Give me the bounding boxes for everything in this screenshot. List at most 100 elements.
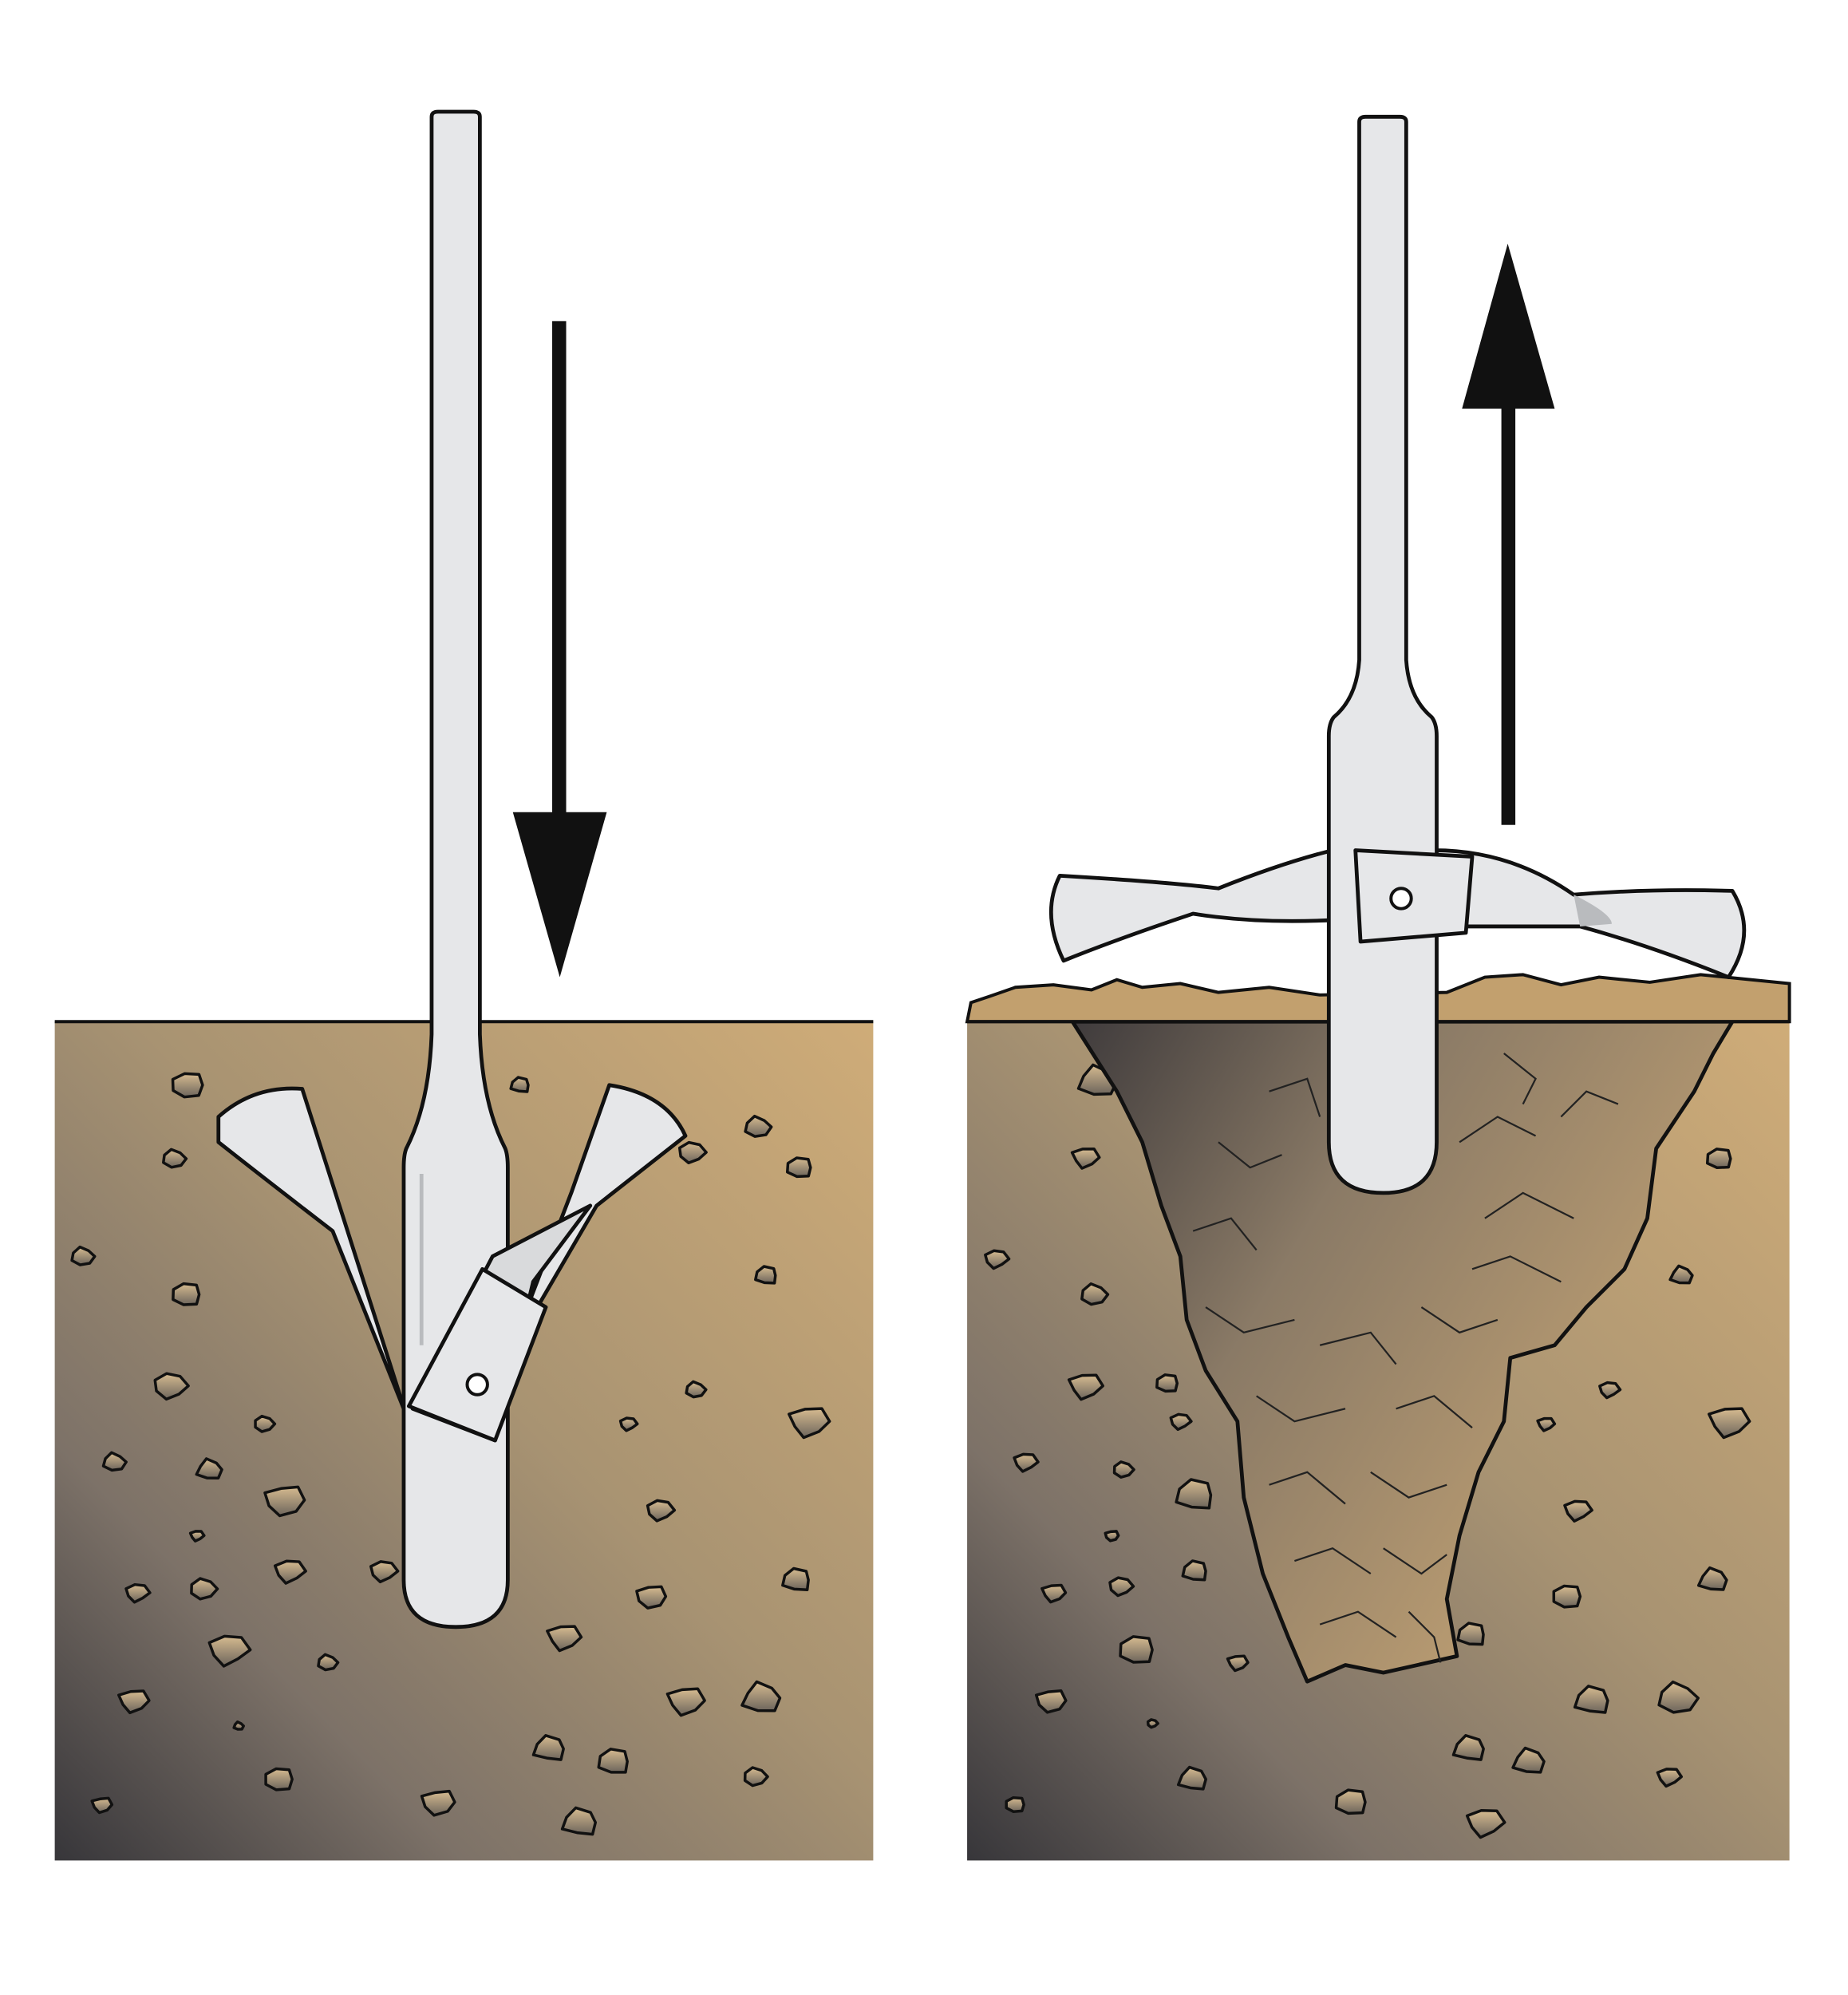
- pebble: [1451, 1734, 1485, 1761]
- pebble: [677, 1140, 708, 1164]
- disturbed-soil-cone: [1070, 1019, 1735, 1684]
- pebble: [1456, 1622, 1485, 1646]
- soil-crack: [1420, 1306, 1499, 1334]
- pebble: [124, 1582, 152, 1604]
- soil-crack: [1408, 1610, 1442, 1663]
- pebble: [153, 1372, 190, 1401]
- pebble: [317, 1653, 340, 1672]
- auger-shaft-left: [401, 109, 510, 1630]
- soil-crack: [1459, 1116, 1537, 1144]
- pebble: [785, 1156, 812, 1179]
- auger-shaft-right: [1326, 114, 1439, 1195]
- pebble: [1656, 1768, 1684, 1788]
- pebble: [1104, 1530, 1120, 1543]
- pebble: [984, 1249, 1011, 1270]
- pebble: [1013, 1452, 1040, 1473]
- pebble: [1169, 1412, 1193, 1432]
- pivot-bolt-right: [1389, 887, 1413, 911]
- pebble: [1598, 1381, 1622, 1400]
- soil-crack: [1319, 1610, 1397, 1638]
- soil-crack: [1471, 1255, 1562, 1283]
- pebble: [1080, 1282, 1110, 1306]
- pebble: [1067, 1373, 1104, 1401]
- pebble: [207, 1634, 252, 1668]
- pebble: [1146, 1718, 1159, 1729]
- pebble: [1034, 1689, 1068, 1714]
- pebble: [101, 1451, 128, 1472]
- pebble: [788, 1407, 831, 1440]
- pebble: [1708, 1407, 1751, 1440]
- pebble: [188, 1530, 206, 1543]
- soil-crack: [1383, 1547, 1447, 1575]
- soil-crack: [1370, 1471, 1447, 1499]
- pebble: [1226, 1654, 1250, 1673]
- pebble: [744, 1114, 773, 1138]
- pebble: [743, 1766, 769, 1788]
- pebble: [1112, 1460, 1135, 1479]
- pebble: [754, 1265, 777, 1285]
- soil-crack: [1269, 1471, 1346, 1505]
- pebble: [1657, 1680, 1700, 1714]
- arrow-up-icon: [1462, 243, 1555, 825]
- pebble: [560, 1806, 598, 1836]
- pebble: [635, 1585, 668, 1610]
- blade-left-spread: [1048, 848, 1335, 963]
- soil-crack: [1503, 1053, 1537, 1105]
- soil-crack: [1205, 1306, 1295, 1334]
- pebble: [665, 1687, 706, 1717]
- right-panel-extraction: [965, 114, 1791, 1861]
- pebble: [420, 1789, 456, 1817]
- pebble: [546, 1625, 583, 1653]
- pebble: [1573, 1685, 1609, 1714]
- left-panel-insertion: [54, 109, 874, 1861]
- pebble: [1465, 1809, 1506, 1839]
- pebble: [509, 1076, 530, 1093]
- pebble: [1668, 1264, 1694, 1285]
- soil-crack: [1396, 1395, 1473, 1428]
- pebble: [90, 1796, 114, 1815]
- blade-hinge-right: [1353, 848, 1475, 944]
- pebble: [597, 1748, 629, 1774]
- soil-cracks: [1192, 1053, 1619, 1663]
- pebble: [264, 1767, 294, 1792]
- blade-right-folded: [505, 1083, 688, 1361]
- soil-crack: [1269, 1077, 1321, 1117]
- pebble: [1119, 1635, 1154, 1664]
- pebble: [369, 1560, 400, 1584]
- pebble: [685, 1380, 708, 1399]
- soil-crack: [1319, 1331, 1397, 1365]
- pebble: [1108, 1576, 1135, 1598]
- pebble: [162, 1148, 188, 1169]
- pebble: [1334, 1788, 1367, 1815]
- pebble: [740, 1680, 782, 1713]
- pebble: [254, 1414, 277, 1433]
- pebble: [171, 1072, 204, 1099]
- pebble: [1563, 1499, 1593, 1523]
- pivot-bolt-left: [465, 1373, 489, 1396]
- arrow-down-icon: [512, 321, 607, 978]
- pebble: [1155, 1373, 1179, 1393]
- soil-crack: [1256, 1395, 1346, 1423]
- soil-crack: [1192, 1217, 1258, 1251]
- pebble: [646, 1499, 677, 1523]
- pebble: [117, 1689, 151, 1715]
- blade-left-folded: [216, 1086, 409, 1417]
- pebble: [531, 1734, 565, 1761]
- blade-shade-right: [1574, 895, 1612, 926]
- pebble: [1040, 1583, 1068, 1604]
- soil-crack: [1294, 1547, 1372, 1574]
- pebble: [1176, 1765, 1207, 1791]
- pebbles-left: [70, 1072, 831, 1836]
- pebble: [190, 1577, 219, 1601]
- pebble: [172, 1282, 201, 1306]
- pebble: [781, 1566, 810, 1591]
- blade-hinge-left: [406, 1266, 548, 1443]
- soil-crack: [1218, 1141, 1282, 1169]
- pebble: [1070, 1147, 1101, 1170]
- pebble: [1696, 1566, 1728, 1591]
- pebble: [1005, 1796, 1025, 1813]
- pebble: [1175, 1478, 1213, 1510]
- pebble: [1181, 1559, 1207, 1582]
- pebble: [618, 1416, 639, 1432]
